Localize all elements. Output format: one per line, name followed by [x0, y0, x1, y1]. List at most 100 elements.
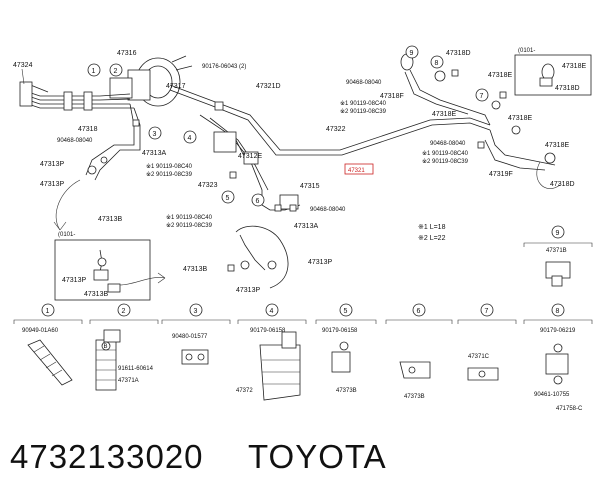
callout-47323: 47323	[198, 182, 218, 189]
idx-5: 5	[226, 195, 230, 202]
sub-p5b: 47373B	[336, 388, 357, 394]
alt2b: ※2 90119-08C39	[166, 222, 213, 229]
idx-6: 6	[256, 198, 260, 205]
sub-p4a: 90179-06158	[250, 328, 286, 334]
callout-90176: 90176-06043 (2)	[202, 64, 246, 70]
part-clamp-3	[181, 349, 209, 365]
bracket-47312E	[213, 131, 259, 165]
alt1a: ※1 90119-08C40	[146, 163, 193, 170]
callout-47317: 47317	[166, 83, 186, 90]
alt1c: ※1 90119-08C40	[340, 100, 387, 107]
front-left-lines	[53, 103, 141, 231]
callout-47313P-c: 47313P	[308, 259, 332, 266]
subparts-row: 1 2 3 4 5 6 7 8 9 B	[13, 225, 593, 412]
alt2d: ※2 90119-08C39	[422, 158, 469, 165]
callout-47318E-b: 47318E	[562, 63, 586, 70]
part-clamp-7	[467, 367, 499, 381]
section-9: 9	[556, 230, 560, 237]
part-clamp-6	[399, 361, 431, 379]
section-1: 1	[46, 308, 50, 315]
master-cylinder	[109, 55, 193, 107]
legend-L18: ※1 L=18	[418, 224, 446, 231]
callout-47318D-a: 47318D	[446, 50, 471, 57]
section-7: 7	[485, 308, 489, 315]
alt2c: ※2 90119-08C39	[340, 108, 387, 115]
callout-47321-highlight: 47321	[348, 168, 365, 174]
callout-47318E-c: 47318E	[432, 111, 456, 118]
callout-47318: 47318	[78, 126, 98, 133]
callout-47315: 47315	[300, 183, 320, 190]
callout-47313P-inset: 47313P	[62, 277, 86, 284]
callout-47316: 47316	[117, 50, 137, 57]
sub-p6: 47373B	[404, 394, 425, 400]
section-3: 3	[194, 308, 198, 315]
callout-90468b: 90468-08040	[310, 207, 346, 213]
idx-7: 7	[480, 93, 484, 100]
idx-2: 2	[114, 68, 118, 75]
sub-p1: 90949-01A60	[22, 328, 59, 334]
part-number: 4732133020	[10, 438, 204, 475]
alt2a: ※2 90119-08C39	[146, 171, 193, 178]
callout-90468c: 90468-08040	[346, 80, 382, 86]
callout-47313P-d: 47313P	[236, 287, 260, 294]
callout-47319F: 47319F	[489, 171, 513, 178]
sub-p4b: 47372	[236, 388, 253, 394]
sub-p7: 47371C	[468, 354, 490, 360]
legend-L22: ※2 L=22	[418, 235, 446, 242]
section-5: 5	[344, 308, 348, 315]
idx-9: 9	[410, 50, 414, 57]
part-clamp-4	[259, 331, 301, 401]
sub-p2a: 91611-60614	[118, 366, 154, 372]
sub-p3: 90480-01577	[172, 334, 208, 340]
idx-3: 3	[153, 131, 157, 138]
callout-47313P-b: 47313P	[40, 181, 64, 188]
callout-47313B-a: 47313B	[98, 216, 122, 223]
inset-left-code: (0101-	[58, 232, 75, 238]
inset-box-right	[514, 54, 592, 96]
callout-47313A: 47313A	[142, 150, 166, 157]
callout-47313B-b: 47313B	[183, 266, 207, 273]
callout-47318E-e: 47318E	[545, 142, 569, 149]
section-6: 6	[417, 308, 421, 315]
part-clamp-9	[545, 261, 571, 287]
part-clamp-2: B	[95, 329, 121, 391]
section-2: 2	[122, 308, 126, 315]
callout-47321D: 47321D	[256, 83, 281, 90]
idx-1: 1	[92, 68, 96, 75]
callout-47318D-c: 47318D	[550, 181, 575, 188]
rear-right-group	[400, 53, 561, 189]
sub-p2b: 47371A	[118, 378, 139, 384]
callout-90468d: 90468-08040	[430, 141, 466, 147]
sub-p8b: 90461-10755	[534, 392, 570, 398]
part-clamp-1	[27, 339, 73, 386]
callout-47312E: 47312E	[238, 153, 262, 160]
idx-4: 4	[188, 135, 192, 142]
small-clamps	[132, 69, 507, 272]
sub-p8a: 90179-06219	[540, 328, 576, 334]
inset-right-code: (0101-	[518, 48, 535, 54]
callout-47324: 47324	[13, 62, 33, 69]
callout-47313A-b: 47313A	[294, 223, 318, 230]
callout-47318E-a: 47318E	[488, 72, 512, 79]
inset-box-left	[54, 239, 166, 301]
callout-47313B-inset: 47313B	[84, 291, 108, 298]
callout-47322: 47322	[326, 126, 346, 133]
highlight-box	[344, 163, 374, 175]
part2-b-tag: B	[104, 344, 108, 350]
front-pipe-bundle	[19, 81, 134, 111]
callout-47318D-b: 47318D	[555, 85, 580, 92]
alt1b: ※1 90119-08C40	[166, 214, 213, 221]
part-clamp-8	[545, 343, 569, 385]
section-8: 8	[556, 308, 560, 315]
callout-labels: 47324 47316 47317 47318 90468-08040 4731…	[13, 48, 586, 298]
sub-p5a: 90179-06158	[322, 328, 358, 334]
index-callouts: 1 2 3 4 5 6 8 7 9	[87, 45, 489, 207]
sub-p9: 47371B	[546, 248, 567, 254]
callout-47313P-a: 47313P	[40, 161, 64, 168]
callout-47318E-d: 47318E	[508, 115, 532, 122]
idx-8: 8	[435, 60, 439, 67]
section-4: 4	[270, 308, 274, 315]
callout-90468a: 90468-08040	[57, 138, 93, 144]
